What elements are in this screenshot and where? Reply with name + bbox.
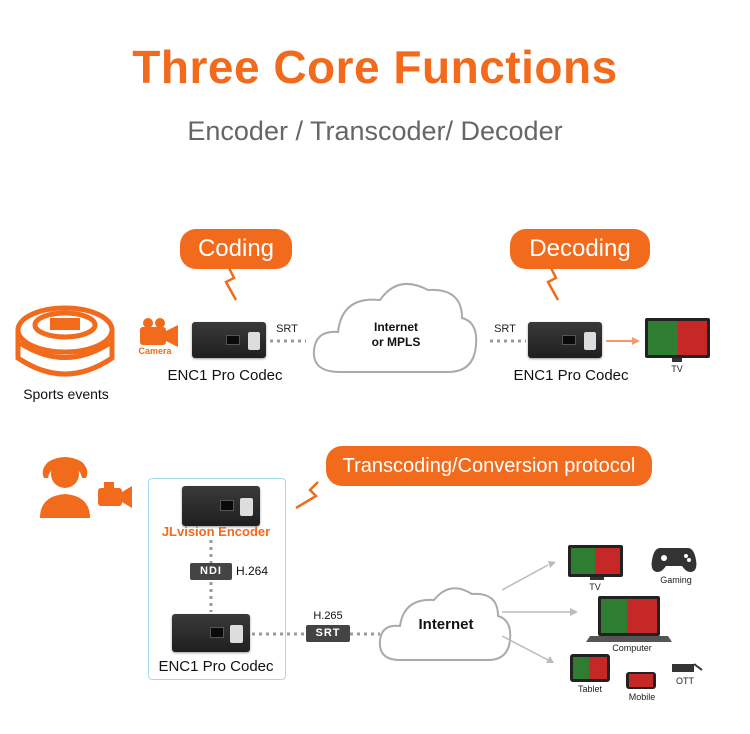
internet-label: Internet — [418, 616, 474, 633]
gamepad-icon — [651, 548, 697, 572]
lightning-icon-coding — [224, 261, 238, 301]
srt-label-right: SRT — [494, 323, 516, 335]
codec-bottom-label: ENC1 Pro Codec — [158, 658, 274, 675]
lightning-icon-decoding — [546, 261, 560, 301]
stadium-icon — [15, 305, 115, 377]
endpoint-tv-label: TV — [589, 582, 601, 592]
cloud-icon-top — [312, 282, 478, 373]
srt-tag: SRT — [306, 625, 350, 642]
sports-events-label: Sports events — [23, 386, 109, 402]
endpoint-gaming-label: Gaming — [660, 575, 692, 585]
video-camera-icon — [98, 482, 132, 508]
tv-label: TV — [671, 364, 683, 374]
decoding-pill: Decoding — [510, 229, 650, 269]
ott-box-icon — [672, 664, 694, 672]
endpoint-tablet-label: Tablet — [577, 684, 603, 694]
codec-left-label: ENC1 Pro Codec — [167, 367, 283, 384]
camera-icon — [140, 318, 178, 347]
enc1-pro-codec-device-left — [192, 322, 266, 358]
enc1-pro-codec-device-right — [528, 322, 602, 358]
endpoint-ott-label: OTT — [676, 676, 694, 686]
transcoding-pill: Transcoding/Conversion protocol — [326, 446, 652, 486]
jlvision-encoder-device — [182, 486, 260, 526]
cloud-label-line2: or MPLS — [371, 335, 421, 349]
jlvision-encoder-label: JLvision Encoder — [161, 524, 271, 539]
codec-right-label: ENC1 Pro Codec — [513, 367, 629, 384]
endpoint-computer-label: Computer — [612, 643, 652, 653]
lightning-icon-transcoding — [295, 481, 319, 510]
arrow-to-tablet — [501, 635, 549, 661]
ndi-tag: NDI — [190, 563, 232, 580]
enc1-pro-codec-device-bottom — [172, 614, 250, 652]
cloud-label-line1: Internet — [373, 320, 418, 334]
page-title: Three Core Functions — [132, 41, 618, 93]
transcoder-group-box — [148, 478, 286, 680]
coding-pill: Coding — [180, 229, 292, 269]
page-subtitle: Encoder / Transcoder/ Decoder — [187, 116, 563, 146]
camera-label: Camera — [138, 346, 172, 356]
srt-label-left: SRT — [276, 323, 298, 335]
person-icon — [40, 457, 90, 518]
h265-label: H.265 — [313, 610, 343, 622]
endpoint-mobile-label: Mobile — [628, 692, 656, 702]
h264-label: H.264 — [236, 564, 269, 578]
stadium-field — [50, 318, 80, 330]
arrow-to-tv-bottom — [501, 564, 549, 591]
